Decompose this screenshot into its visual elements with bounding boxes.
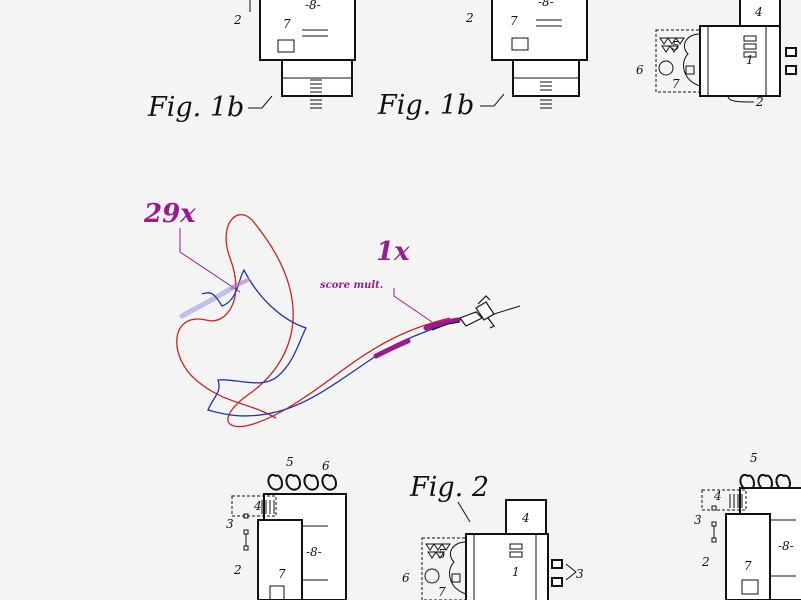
patent-figure-1b-left: 2 7 -8- Fig. 1b — [147, 0, 356, 123]
bottom-right-num-2: 2 — [701, 555, 710, 569]
multiplier-caption: score mult. — [320, 280, 383, 291]
fig2-num-6: 6 — [402, 571, 410, 585]
bottom-right-num-7: 7 — [744, 559, 752, 573]
bottom-left-num-3: 3 — [226, 517, 234, 531]
fig1b-mid-label: Fig. 1b — [377, 90, 474, 121]
fig2-num-4: 4 — [521, 511, 530, 525]
combo-value: 29x — [143, 199, 196, 229]
bottom-right-num-8: -8- — [778, 539, 794, 553]
plug-cursor[interactable] — [431, 295, 521, 331]
top-right-num-1: 1 — [746, 53, 754, 67]
patent-figure-top-right: 4 5 6 7 1 2 — [636, 0, 797, 109]
top-right-num-4: 4 — [754, 5, 763, 19]
fig2-num-5: 5 — [438, 547, 446, 561]
score-multiplier: 1x score mult. — [320, 237, 433, 323]
patent-figure-bottom-left: 5 6 4 3 7 -8- 2 — [226, 455, 347, 600]
fig1b-mid-num-7: 7 — [510, 14, 518, 28]
top-right-num-6: 6 — [636, 63, 644, 77]
bottom-left-num-7: 7 — [278, 567, 286, 581]
bottom-right-num-3: 3 — [694, 513, 702, 527]
patent-figure-bottom-right: 5 4 3 7 -8- 2 — [694, 451, 801, 600]
bottom-left-num-5: 5 — [286, 455, 294, 469]
bottom-left-num-4: 4 — [253, 499, 262, 513]
top-right-num-7: 7 — [672, 77, 680, 91]
multiplier-value: 1x — [376, 237, 410, 267]
fig1b-left-label: Fig. 1b — [147, 92, 244, 123]
red-string — [176, 214, 451, 428]
fig1b-left-num-2: 2 — [233, 13, 242, 27]
top-right-num-2: 2 — [755, 95, 764, 109]
bottom-right-num-4: 4 — [713, 489, 722, 503]
combo-counter: 29x — [143, 199, 241, 293]
fig1b-mid-num-2: 2 — [465, 11, 474, 25]
fig2-num-3: 3 — [576, 567, 584, 581]
bottom-right-num-5: 5 — [750, 451, 758, 465]
fig2-label: Fig. 2 — [409, 472, 489, 503]
top-right-num-5: 5 — [672, 39, 680, 53]
fig1b-mid-num-8: -8- — [538, 0, 554, 9]
bottom-left-num-8: -8- — [306, 545, 322, 559]
bottom-left-num-6: 6 — [322, 459, 330, 473]
cable-strings[interactable] — [176, 214, 461, 428]
fig1b-left-num-7: 7 — [283, 17, 291, 31]
fig1b-left-num-8: -8- — [305, 0, 321, 12]
fig2-num-1: 1 — [512, 565, 520, 579]
bottom-left-num-2: 2 — [233, 563, 242, 577]
patent-figure-2: Fig. 2 4 5 6 1 7 3 — [402, 472, 584, 600]
patent-figure-1b-mid: 2 7 -8- Fig. 1b — [377, 0, 588, 121]
fig2-num-7: 7 — [438, 585, 446, 599]
